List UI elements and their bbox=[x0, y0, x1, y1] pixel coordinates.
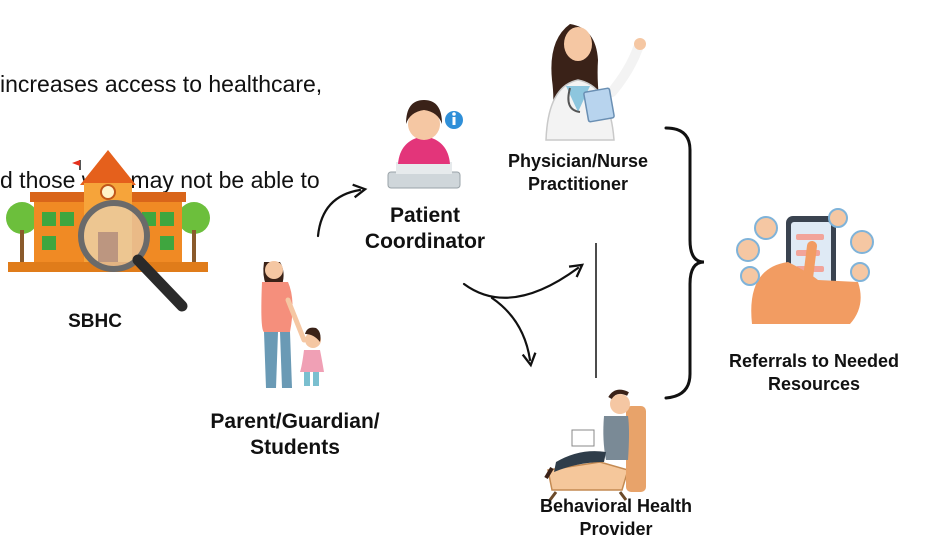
coordinator-label-line-1: Patient bbox=[389, 204, 460, 227]
referrals-label-line-2: Resources bbox=[767, 373, 861, 394]
arrow-to-coordinator bbox=[316, 183, 368, 238]
flow-arrows bbox=[316, 183, 585, 368]
behavioral-label-line-2: Provider bbox=[579, 518, 653, 539]
coordinator-icon bbox=[387, 100, 463, 189]
sbhc-label: SBHC bbox=[68, 311, 122, 332]
referrals-label: Referrals to Needed Resources bbox=[698, 350, 930, 395]
intro-line-1: increases access to healthcare, bbox=[0, 71, 323, 97]
school-magnifier-icon bbox=[6, 150, 210, 312]
physician-label: Physician/Nurse Practitioner bbox=[478, 150, 678, 195]
arrow-to-physician bbox=[462, 263, 585, 299]
phone-network-icon bbox=[736, 208, 874, 324]
therapist-icon bbox=[544, 389, 646, 501]
physician-label-line-2: Practitioner bbox=[527, 173, 629, 194]
physician-label-line-1: Physician/Nurse bbox=[507, 151, 649, 171]
parent-child-icon bbox=[261, 261, 324, 388]
arrow-to-behavioral bbox=[490, 296, 537, 368]
behavioral-label: Behavioral Health Provider bbox=[506, 495, 726, 540]
parent-label: Parent/Guardian/ Students bbox=[180, 409, 410, 462]
curly-brace bbox=[664, 126, 705, 400]
parent-label-line-1: Parent/Guardian/ bbox=[210, 410, 380, 433]
referrals-label-line-1: Referrals to Needed bbox=[728, 351, 900, 371]
parent-label-line-2: Students bbox=[250, 436, 340, 460]
behavioral-label-line-1: Behavioral Health bbox=[539, 496, 693, 516]
coordinator-label-line-2: Coordinator bbox=[364, 230, 486, 254]
coordinator-label: Patient Coordinator bbox=[345, 203, 505, 256]
physician-icon bbox=[545, 24, 646, 141]
